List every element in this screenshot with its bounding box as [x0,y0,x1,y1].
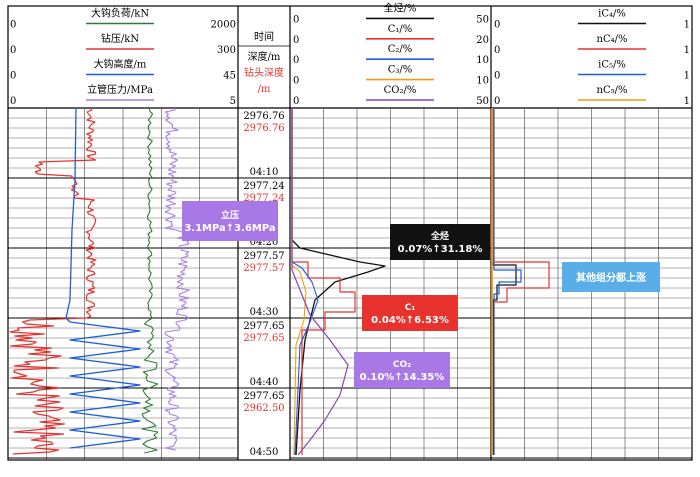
gas-curve-0-max: 50 [476,14,489,25]
heavy-curve-3-min: 0 [494,96,500,107]
bit-depth-label: 2962.50 [243,403,284,414]
depth-label: 2976.76 [243,111,284,122]
heavy-curve-2-max: 1 [684,71,690,82]
annotation-others-title: 其他组分都上涨 [576,271,646,284]
annotation-total-hc-title: 全烃 [430,230,449,242]
gas-curve-1-label: C₁/% [388,24,413,35]
gas-curve-3-min: 0 [293,76,299,87]
annotation-co2-value: 0.10%↑14.35% [360,372,445,383]
gas-curve-2-min: 0 [293,55,299,66]
depth-label: 2977.65 [243,321,284,332]
time-label: 04:20 [250,237,279,248]
series-c1 [291,108,356,455]
annotation-c1-box [362,295,458,331]
annotation-total-hc-value: 0.07%↑31.18% [398,244,483,255]
heavy-curve-2-min: 0 [494,71,500,82]
gas-curve-2-max: 10 [476,55,489,66]
annotation-co2-box [354,352,450,388]
depth-label: 2977.57 [243,251,284,262]
time-label: 04:10 [250,167,279,178]
depth-header-time: 时间 [254,30,274,43]
heavy-curve-2-label: iC₅/% [598,60,626,71]
bit-depth-label: 2977.57 [243,263,284,274]
gas-curve-0-min: 0 [293,14,299,25]
heavy-curve-1-min: 0 [494,45,500,56]
annotation-standpipe-value: 3.1MPa↑3.6MPa [184,223,275,234]
heavy-curve-1-max: 1 [684,45,690,56]
series-c2 [291,108,319,456]
drilling-curve-3-min: 0 [10,96,16,107]
series-hook-load [141,107,159,454]
gas-curve-2-label: C₂/% [388,44,413,55]
series-nc4 [492,108,550,455]
drilling-curve-2-label: 大钩高度/m [94,58,147,71]
heavy-curve-0-max: 1 [684,20,690,31]
heavy-curve-3-max: 1 [684,96,690,107]
gas-curve-4-label: CO₂/% [384,85,417,96]
gas-curve-1-min: 0 [293,35,299,46]
drilling-curve-2-max: 45 [223,71,236,82]
drilling-curve-3-max: 5 [230,96,236,107]
gas-curve-1-max: 20 [476,35,489,46]
gas-curve-3-max: 10 [476,76,489,87]
annotation-total-hc-box [390,224,490,260]
drilling-curve-2-min: 0 [10,71,16,82]
time-label: 04:30 [250,307,279,318]
heavy-curve-1-label: nC₄/% [597,34,628,45]
annotation-c1-title: C₁ [405,303,416,313]
drilling-curve-1-min: 0 [10,45,16,56]
gas-curve-4-min: 0 [293,96,299,107]
depth-header-bit-depth-unit: /m [258,84,271,95]
annotation-co2-title: CO₂ [393,360,411,370]
heavy-curve-0-min: 0 [494,20,500,31]
bit-depth-label: 2976.76 [243,123,284,134]
series-ic5 [493,108,522,455]
drilling-curve-0-min: 0 [10,20,16,31]
drilling-curve-0-label: 大钩负荷/kN [91,7,149,20]
bit-depth-label: 2977.24 [243,193,284,204]
series-hook-height [65,107,141,449]
series-co2 [291,108,349,456]
annotation-standpipe-box [182,201,278,241]
annotation-c1-value: 0.04%↑6.53% [371,315,449,326]
depth-header-bit-depth: 钻头深度 [244,66,284,79]
time-label: 04:50 [250,447,279,458]
depth-label: 2977.24 [243,181,284,192]
annotation-others-box [562,262,660,292]
drilling-curve-1-max: 300 [217,45,236,56]
drilling-curve-1-label: 钻压/kN [101,32,139,45]
depth-header-depth: 深度/m [248,50,281,63]
heavy-curve-3-label: nC₅/% [597,85,628,96]
gas-curve-4-max: 50 [476,96,489,107]
drilling-curve-0-max: 2000 [211,20,236,31]
depth-label: 2977.65 [243,391,284,402]
series-wob [9,107,97,455]
series-total-hc [291,108,386,456]
heavy-curve-0-label: iC₄/% [598,9,626,20]
gas-curve-3-label: C₃/% [388,65,413,76]
series-standpipe-pressure [164,107,191,451]
gas-curve-0-label: 全烃/% [384,1,417,14]
annotation-standpipe-title: 立压 [221,209,239,221]
bit-depth-label: 2977.65 [243,333,284,344]
drilling-curve-3-label: 立管压力/MPa [87,83,153,96]
chart-frame [7,5,693,461]
time-label: 04:40 [250,377,279,388]
